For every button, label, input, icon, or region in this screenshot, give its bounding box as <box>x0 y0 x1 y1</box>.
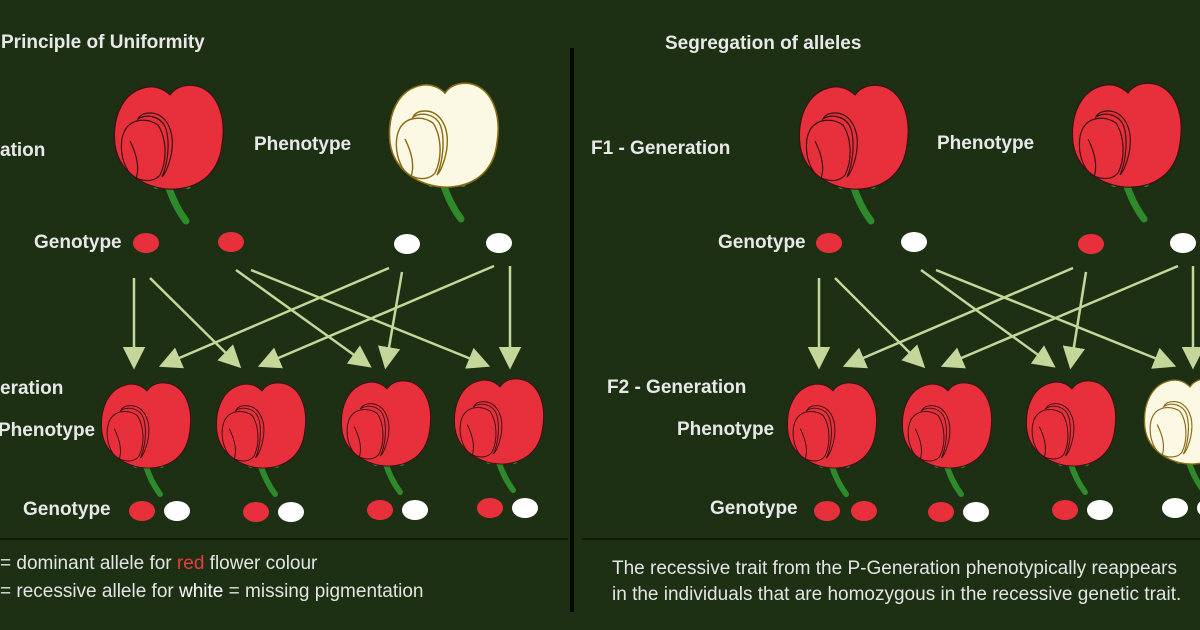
left-f1-flower-2 <box>216 383 305 494</box>
left-p-allele-white-1 <box>394 234 420 254</box>
right-f1-allele-red-1 <box>816 233 842 253</box>
right-f2-genotype-4-white-b <box>1197 501 1200 515</box>
left-f1-generation-label: eration <box>0 378 64 399</box>
right-f2-genotype-4-white-a <box>1162 498 1188 518</box>
left-f1-phenotype-label: Phenotype <box>0 420 96 441</box>
right-f2-genotype-1-red-a <box>814 501 840 521</box>
right-panel-title: Segregation of alleles <box>665 33 862 54</box>
left-f1-genotype-3-white <box>402 500 428 520</box>
right-f1-allele-red-2 <box>1078 234 1104 254</box>
left-f1-genotype-3-red <box>367 500 393 520</box>
left-f1-flower-3 <box>341 381 430 492</box>
right-f1-allele-white-2 <box>1170 233 1196 253</box>
right-f2-phenotype-label: Phenotype <box>677 419 775 440</box>
left-f1-genotype-1-red <box>129 501 155 521</box>
right-f2-genotype-label: Genotype <box>710 498 798 519</box>
left-f1-genotype-2-red <box>243 502 269 522</box>
left-f1-genotype-2-white <box>278 502 304 522</box>
right-genotype-label: Genotype <box>718 232 806 253</box>
legend-recessive: = recessive allele for white = missing p… <box>0 581 424 603</box>
right-f2-genotype-3-white <box>1087 500 1113 520</box>
right-f2-genotype-2-white <box>963 502 989 522</box>
legend-dominant-suffix: flower colour <box>209 553 318 574</box>
right-cross-arrows <box>807 264 1200 370</box>
left-f1-genotype-label: Genotype <box>23 499 111 520</box>
legend-recessive-suffix: = missing pigmentation <box>228 581 424 602</box>
left-phenotype-label: Phenotype <box>254 134 352 155</box>
left-p-allele-red-1 <box>133 233 159 253</box>
right-f2-flower-4-white <box>1144 379 1200 490</box>
legend-dominant-prefix: = dominant allele for <box>0 553 177 574</box>
right-f2-generation-label: F2 - Generation <box>607 377 747 398</box>
left-f1-flower-4 <box>454 379 543 490</box>
left-f1-genotype-4-red <box>477 498 503 518</box>
left-genotype-label: Genotype <box>34 232 122 253</box>
left-f1-flower-1 <box>101 383 190 494</box>
right-f1-flower-2 <box>1072 83 1181 219</box>
left-p-white-flower <box>389 83 498 219</box>
right-f2-genotype-2-red <box>928 502 954 522</box>
right-note-line-2: in the individuals that are homozygous i… <box>612 584 1182 605</box>
right-f2-genotype-3-red <box>1052 500 1078 520</box>
right-note-line-1: The recessive trait from the P-Generatio… <box>612 558 1177 579</box>
right-f1-generation-label: F1 - Generation <box>591 138 731 159</box>
left-panel-title: Principle of Uniformity <box>1 32 205 53</box>
left-f1-genotype-4-white <box>512 498 538 518</box>
right-f2-genotype-1-red-b <box>851 501 877 521</box>
legend-white-word: white <box>179 581 224 602</box>
left-p-allele-red-2 <box>218 232 244 252</box>
right-phenotype-label: Phenotype <box>937 133 1035 154</box>
right-f2-flower-1 <box>787 383 876 494</box>
legend-recessive-prefix: = recessive allele for <box>0 581 179 602</box>
right-f1-flower-1 <box>799 85 908 221</box>
left-f1-genotype-1-white <box>164 501 190 521</box>
left-p-red-flower <box>114 85 223 221</box>
left-p-allele-white-2 <box>486 233 512 253</box>
left-p-generation-label: ation <box>0 140 46 161</box>
legend-dominant: = dominant allele for red flower colour <box>0 553 317 575</box>
legend-red-word: red <box>176 553 205 574</box>
right-f2-flower-3 <box>1026 381 1115 492</box>
left-cross-arrows <box>122 264 522 370</box>
right-f1-allele-white-1 <box>901 232 927 252</box>
right-f2-flower-2 <box>902 383 991 494</box>
